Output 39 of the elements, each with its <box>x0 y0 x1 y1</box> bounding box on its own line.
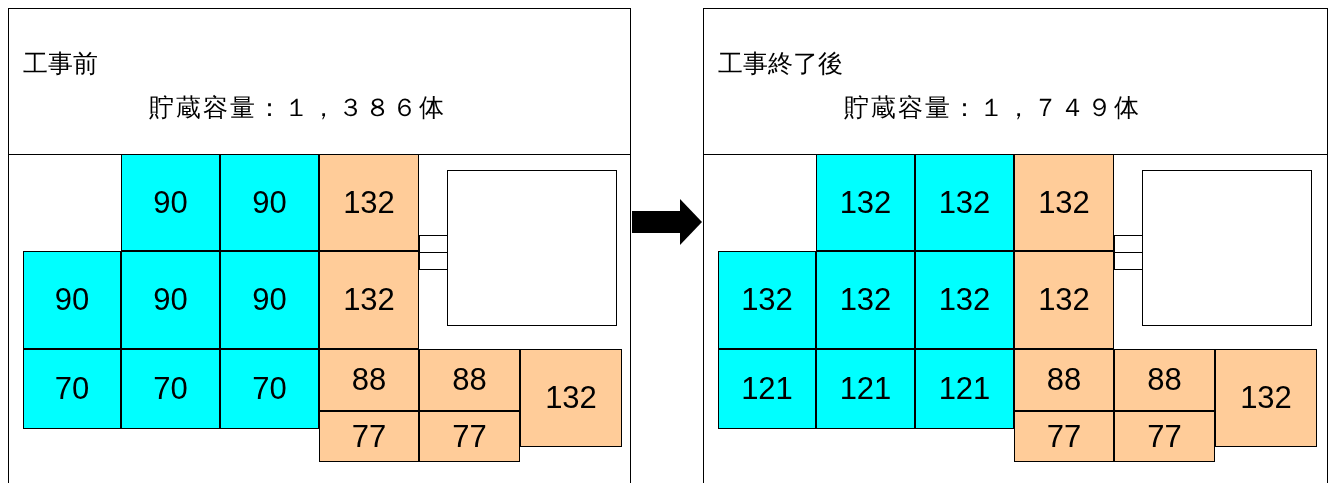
storage-cell: 132 <box>915 251 1014 349</box>
storage-cell: 132 <box>718 251 816 349</box>
panel <box>703 8 1328 483</box>
storage-cell: 90 <box>121 154 220 251</box>
storage-cell: 121 <box>915 349 1014 429</box>
storage-cell: 132 <box>319 251 419 349</box>
panel <box>8 8 631 483</box>
storage-cell: 121 <box>816 349 915 429</box>
storage-cell: 132 <box>319 154 419 251</box>
storage-cell: 132 <box>1215 349 1317 447</box>
storage-cell: 77 <box>1114 411 1215 462</box>
storage-cell: 70 <box>23 349 121 429</box>
empty-box <box>1142 170 1312 326</box>
capacity-text: 貯蔵容量：１，７４９体 <box>844 92 1141 124</box>
storage-cell: 90 <box>23 251 121 349</box>
storage-cell: 70 <box>121 349 220 429</box>
storage-cell: 132 <box>816 154 915 251</box>
storage-cell: 88 <box>419 349 520 411</box>
storage-cell: 90 <box>220 251 319 349</box>
storage-cell: 90 <box>121 251 220 349</box>
heading: 工事終了後 <box>718 48 843 80</box>
storage-cell: 132 <box>1014 154 1114 251</box>
storage-cell: 90 <box>220 154 319 251</box>
storage-cell: 88 <box>1014 349 1114 411</box>
storage-cell: 77 <box>419 411 520 462</box>
storage-cell: 121 <box>718 349 816 429</box>
heading: 工事前 <box>23 48 98 80</box>
storage-cell: 77 <box>1014 411 1114 462</box>
storage-cell: 132 <box>1014 251 1114 349</box>
storage-cell: 132 <box>520 349 622 447</box>
empty-box <box>447 170 617 326</box>
storage-cell: 77 <box>319 411 419 462</box>
arrow <box>632 199 702 245</box>
storage-cell: 132 <box>915 154 1014 251</box>
storage-cell: 70 <box>220 349 319 429</box>
storage-cell: 88 <box>1114 349 1215 411</box>
storage-cell: 88 <box>319 349 419 411</box>
capacity-text: 貯蔵容量：１，３８６体 <box>149 92 446 124</box>
storage-cell: 132 <box>816 251 915 349</box>
